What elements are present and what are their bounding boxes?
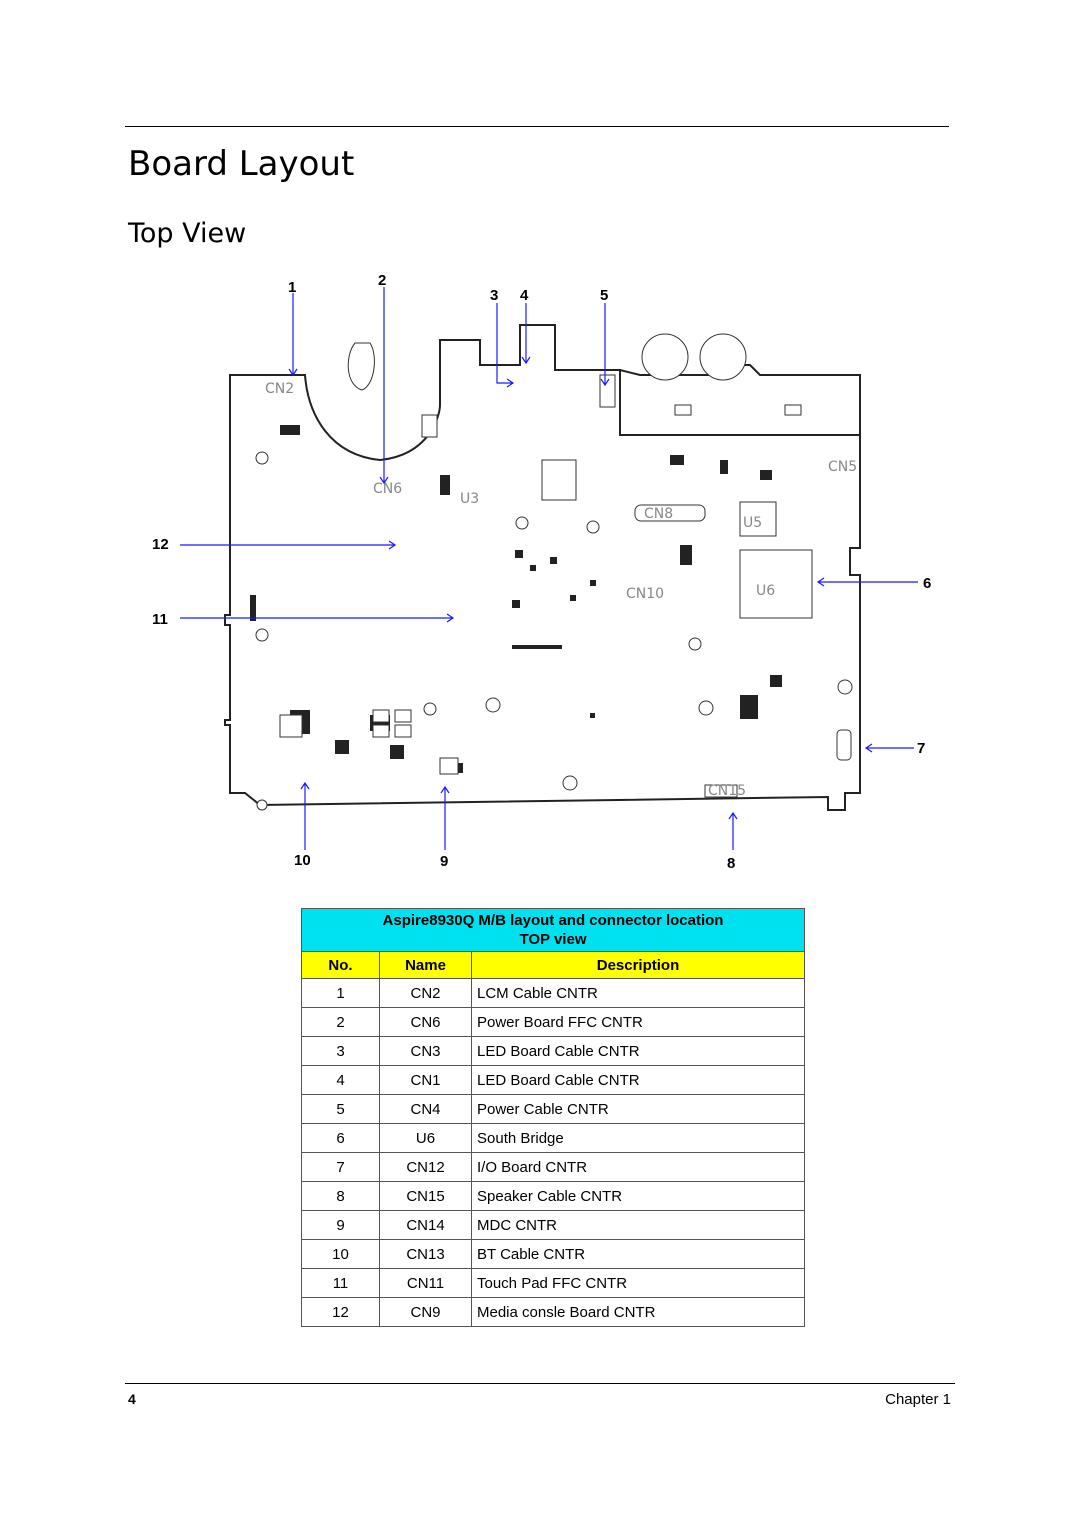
section-subtitle: Top View [128, 218, 247, 249]
battery-cell-right [699, 333, 747, 381]
cell-description: Speaker Cable CNTR [471, 1181, 805, 1211]
slot-cutout [347, 342, 375, 391]
cell-no: 2 [301, 1007, 380, 1037]
callout-6: 6 [923, 575, 931, 592]
cell-name: CN13 [379, 1239, 472, 1269]
cell-description: Media consle Board CNTR [471, 1297, 805, 1327]
cell-name: CN3 [379, 1036, 472, 1066]
cell-no: 8 [301, 1181, 380, 1211]
cell-no: 5 [301, 1094, 380, 1124]
silk-u5: U5 [743, 515, 762, 531]
top-rule [125, 126, 949, 127]
cell-description: I/O Board CNTR [471, 1152, 805, 1182]
callout-1: 1 [288, 279, 296, 296]
cn15-outline [704, 784, 738, 798]
cell-no: 12 [301, 1297, 380, 1327]
chapter-label: Chapter 1 [885, 1391, 951, 1408]
cell-description: BT Cable CNTR [471, 1239, 805, 1269]
cell-description: LED Board Cable CNTR [471, 1036, 805, 1066]
cell-name: CN14 [379, 1210, 472, 1240]
callout-11: 11 [152, 611, 168, 628]
cell-name: U6 [379, 1123, 472, 1153]
page-number: 4 [128, 1391, 136, 1407]
callout-8: 8 [727, 855, 735, 872]
table-caption: Aspire8930Q M/B layout and connector loc… [301, 908, 805, 952]
cell-description: South Bridge [471, 1123, 805, 1153]
callout-10: 10 [294, 852, 311, 869]
silk-cn6: CN6 [373, 481, 402, 497]
silk-cn15: CN15 [708, 783, 746, 799]
cell-no: 1 [301, 978, 380, 1008]
cell-name: CN15 [379, 1181, 472, 1211]
cpu-socket [541, 459, 577, 501]
header-name: Name [379, 951, 472, 979]
bottom-rule [125, 1383, 955, 1384]
header-no: No. [301, 951, 380, 979]
cell-no: 4 [301, 1065, 380, 1095]
cell-name: CN12 [379, 1152, 472, 1182]
table-caption-line2: TOP view [519, 931, 587, 948]
silk-cn8: CN8 [644, 506, 673, 522]
component-cluster [250, 374, 853, 811]
callout-arrows [180, 287, 918, 850]
cell-no: 9 [301, 1210, 380, 1240]
silk-u3: U3 [460, 491, 479, 507]
cell-name: CN9 [379, 1297, 472, 1327]
cell-no: 6 [301, 1123, 380, 1153]
cell-no: 7 [301, 1152, 380, 1182]
cell-description: Touch Pad FFC CNTR [471, 1268, 805, 1298]
callout-12: 12 [152, 536, 169, 553]
u5-outline [739, 501, 777, 537]
cell-no: 11 [301, 1268, 380, 1298]
cell-name: CN11 [379, 1268, 472, 1298]
callout-7: 7 [917, 740, 925, 757]
silk-cn10: CN10 [626, 586, 664, 602]
cell-description: LED Board Cable CNTR [471, 1065, 805, 1095]
silk-cn2: CN2 [265, 381, 294, 397]
u6-outline [739, 549, 813, 619]
header-description: Description [471, 951, 805, 979]
cell-name: CN2 [379, 978, 472, 1008]
silk-u6: U6 [756, 583, 775, 599]
cell-name: CN4 [379, 1094, 472, 1124]
table-header-row: No. Name Description [301, 951, 805, 979]
callout-5: 5 [600, 287, 608, 304]
page-title: Board Layout [128, 144, 355, 184]
cell-no: 3 [301, 1036, 380, 1066]
callout-4: 4 [520, 287, 529, 304]
callout-3: 3 [490, 287, 498, 304]
cell-name: CN1 [379, 1065, 472, 1095]
cell-description: MDC CNTR [471, 1210, 805, 1240]
silk-cn5: CN5 [828, 459, 857, 475]
cell-no: 10 [301, 1239, 380, 1269]
battery-cell-left [641, 333, 689, 381]
connector-table: Aspire8930Q M/B layout and connector loc… [301, 908, 805, 1327]
board-layout-diagram: CN2 CN6 U3 CN8 U5 U6 CN5 CN10 CN15 [152, 272, 931, 872]
table-caption-line1: Aspire8930Q M/B layout and connector loc… [382, 912, 724, 929]
board-outline [224, 324, 861, 811]
cell-name: CN6 [379, 1007, 472, 1037]
cn8-outline [634, 504, 706, 522]
cell-description: Power Cable CNTR [471, 1094, 805, 1124]
callout-2: 2 [378, 272, 386, 289]
cell-description: Power Board FFC CNTR [471, 1007, 805, 1037]
callout-9: 9 [440, 853, 448, 870]
cell-description: LCM Cable CNTR [471, 978, 805, 1008]
